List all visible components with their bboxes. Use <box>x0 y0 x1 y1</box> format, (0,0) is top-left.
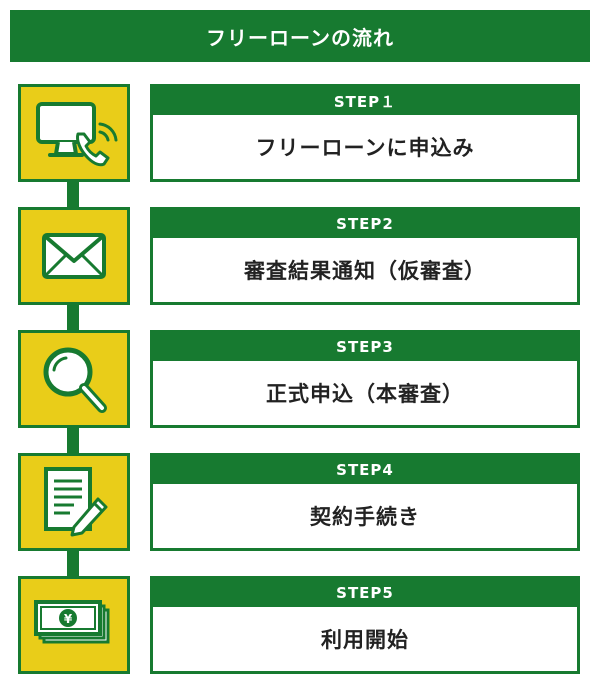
step-3-icon-box <box>18 330 130 428</box>
step-3-label: STEP3 <box>153 333 577 361</box>
flow-connector <box>67 180 79 208</box>
flow-connector <box>67 426 79 454</box>
step-2-text: 審査結果通知（仮審査） <box>244 259 486 283</box>
flow-connector <box>67 303 79 331</box>
step-2-card: STEP2 審査結果通知（仮審査） <box>150 207 580 305</box>
step-4-card: STEP4 契約手続き <box>150 453 580 551</box>
flow-title: フリーローンの流れ <box>10 10 590 62</box>
svg-text:¥: ¥ <box>64 612 73 626</box>
step-4-label: STEP4 <box>153 456 577 484</box>
step-5-label: STEP5 <box>153 579 577 607</box>
flow-connector <box>67 549 79 577</box>
step-4-icon-box <box>18 453 130 551</box>
step-2-icon-box <box>18 207 130 305</box>
document-pen-icon <box>44 467 108 537</box>
step-1-label: STEP１ <box>153 87 577 115</box>
step-5-text: 利用開始 <box>321 628 409 652</box>
step-5-card: STEP5 利用開始 <box>150 576 580 674</box>
step-5-icon-box: ¥ <box>18 576 130 674</box>
magnifier-icon <box>43 347 107 413</box>
computer-phone-icon <box>36 102 118 167</box>
yen-banknote-icon: ¥ <box>34 600 110 644</box>
step-4-text: 契約手続き <box>310 505 420 529</box>
step-3-card: STEP3 正式申込（本審査） <box>150 330 580 428</box>
step-1-text: フリーローンに申込み <box>255 136 475 160</box>
flow-title-text: フリーローンの流れ <box>206 25 394 50</box>
step-2-label: STEP2 <box>153 210 577 238</box>
step-1-icon-box <box>18 84 130 182</box>
step-1-card: STEP１ フリーローンに申込み <box>150 84 580 182</box>
step-3-text: 正式申込（本審査） <box>266 382 464 406</box>
envelope-icon <box>42 233 106 279</box>
